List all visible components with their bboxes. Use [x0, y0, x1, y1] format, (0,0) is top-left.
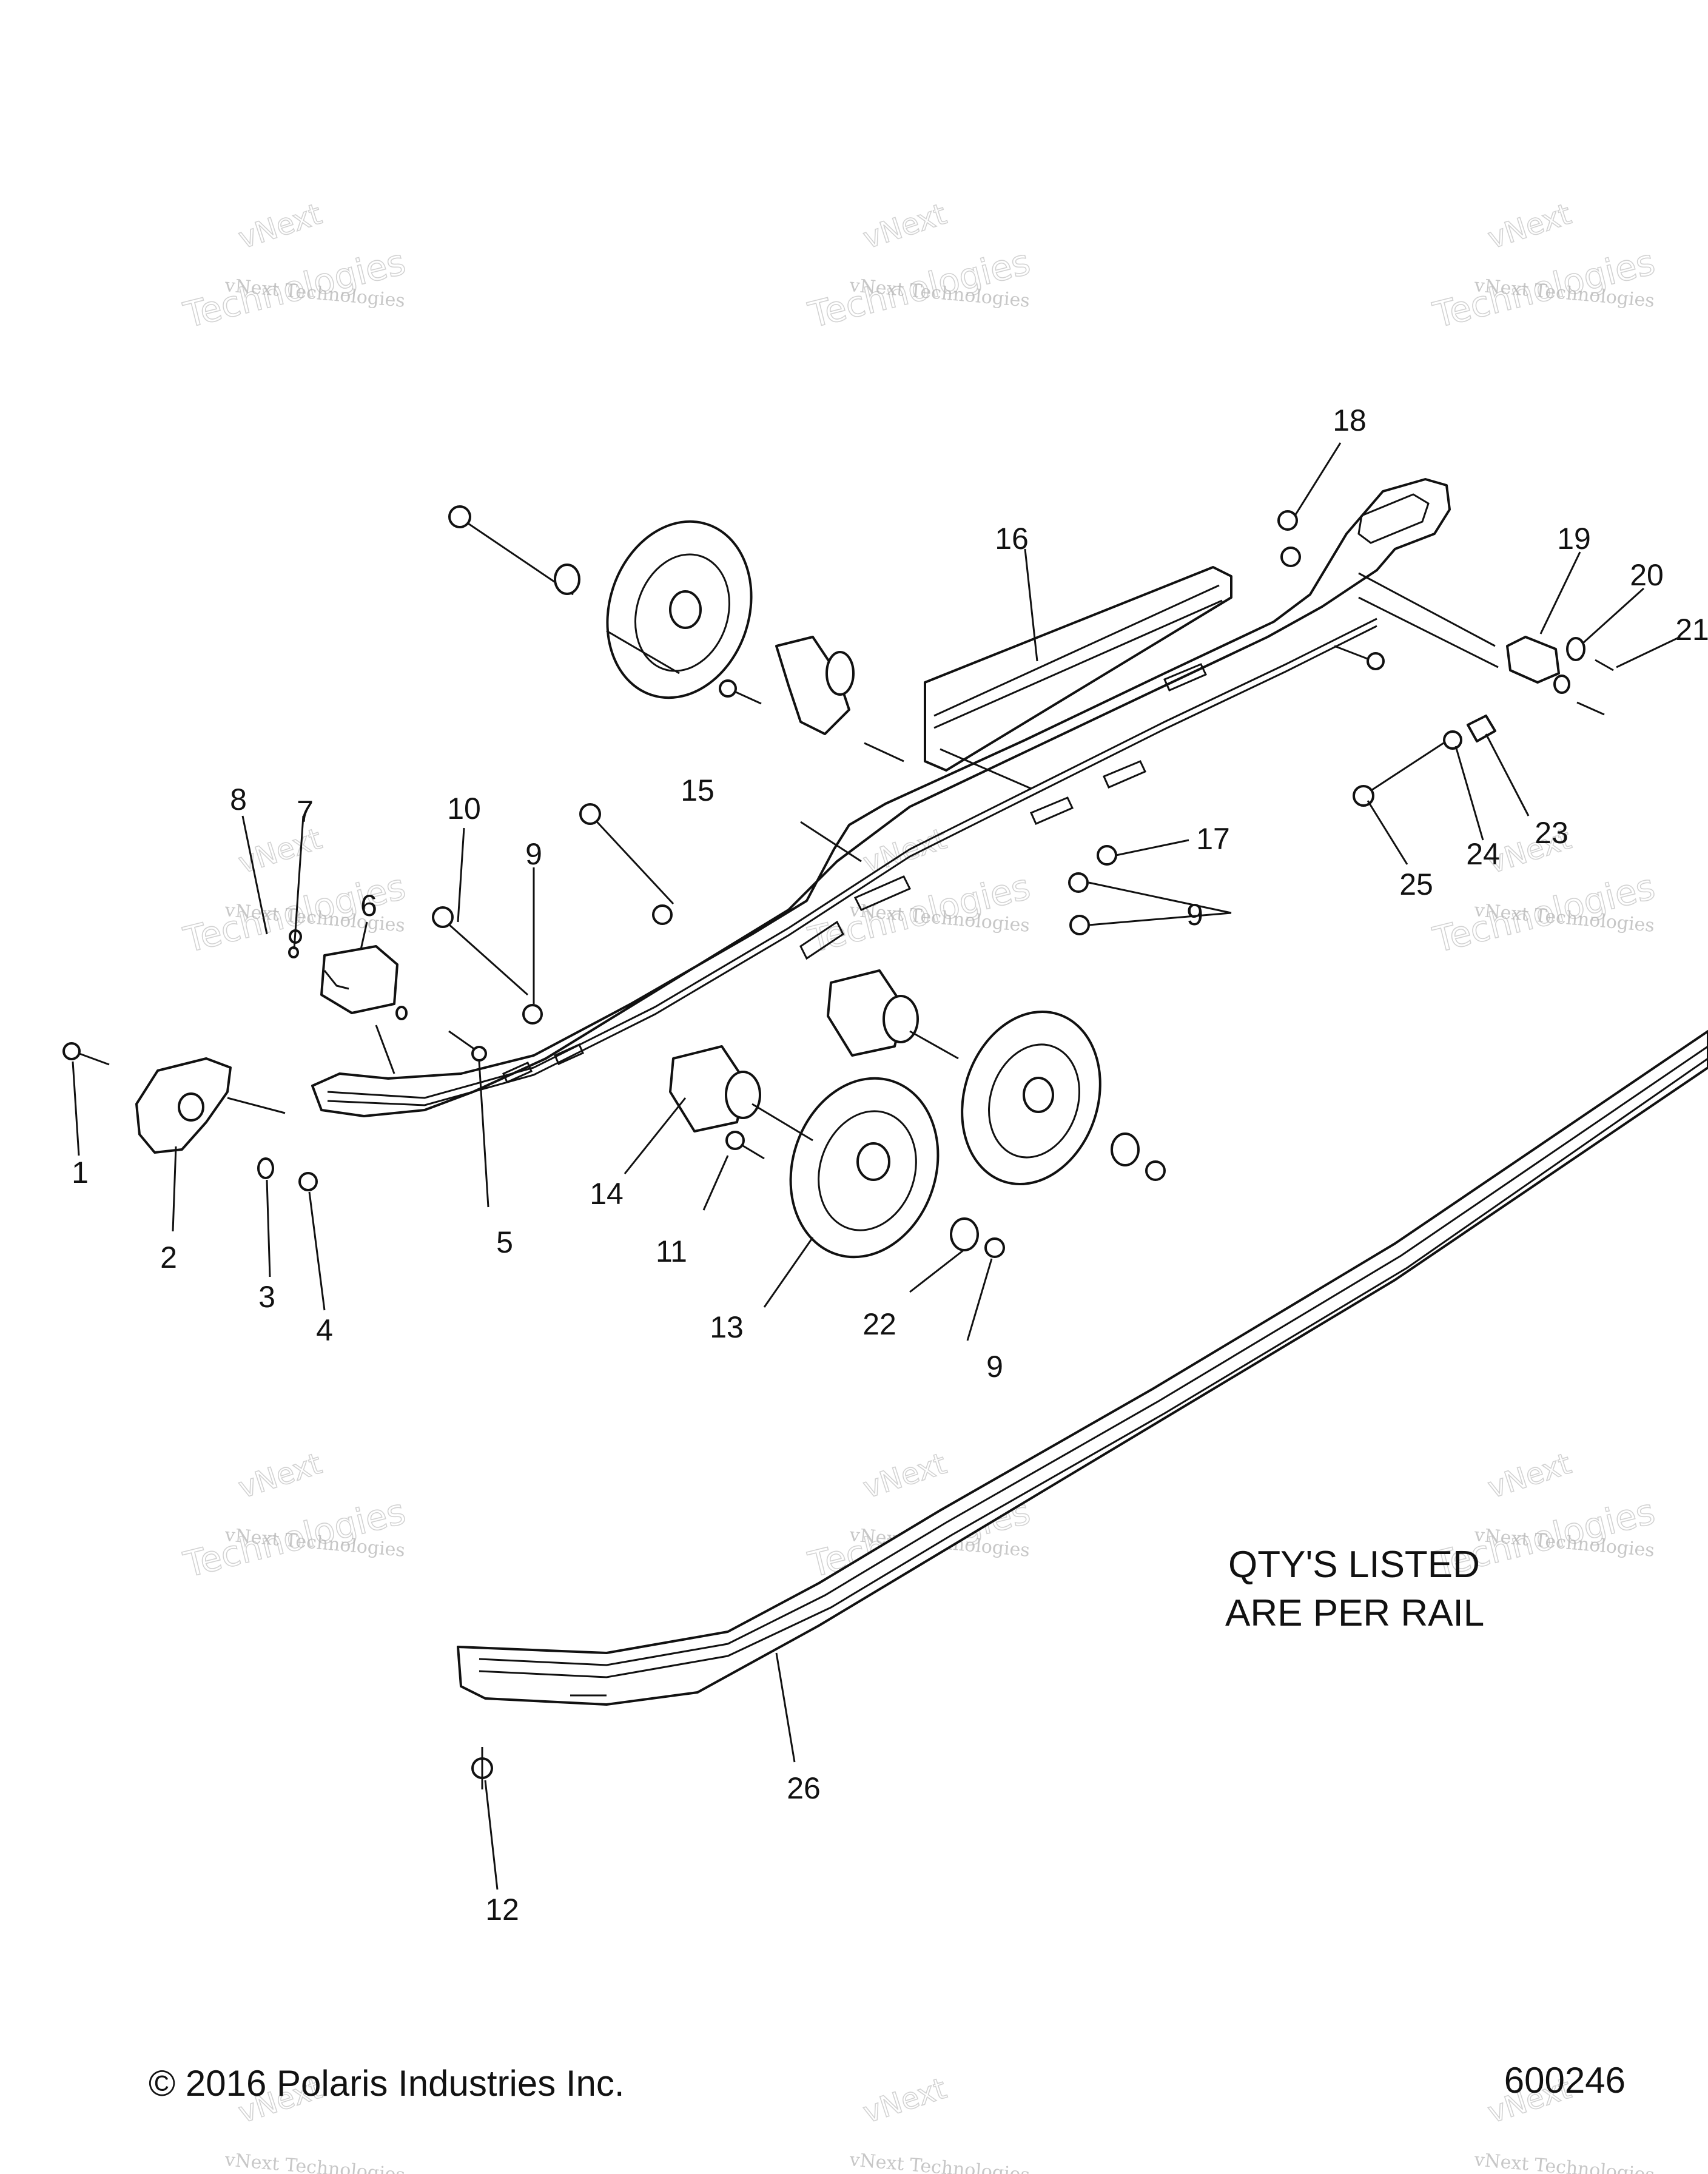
rail-cutout [554, 1043, 584, 1065]
slide-groove [933, 584, 1220, 717]
lower-right-wheel [961, 1010, 1101, 1186]
upper-right-spacer [827, 969, 919, 1057]
callout-11: 11 [656, 1234, 687, 1268]
callout-4: 4 [316, 1313, 333, 1347]
rail-cutout [799, 920, 844, 960]
washer-part-3 [257, 1157, 274, 1179]
watermark: vNext vNext Technologies Technologies [179, 197, 410, 337]
svg-text:Technologies: Technologies [804, 866, 1034, 960]
watermark: vNext vNext Technologies Technologies [1428, 197, 1659, 337]
slide-part-16 [924, 566, 1232, 772]
svg-text:vNext Technologies: vNext Technologies [1473, 2149, 1655, 2174]
nut-part-24 [1443, 730, 1462, 750]
callout-9c: 9 [986, 1350, 1003, 1384]
callout-9a: 9 [525, 837, 542, 871]
svg-text:Technologies: Technologies [180, 241, 409, 335]
rail-window [1357, 493, 1430, 544]
callout-9b: 9 [1186, 898, 1203, 932]
callout-12: 12 [485, 1893, 519, 1927]
rail-assembly [311, 478, 1451, 1117]
callouts: 1 2 3 4 5 6 7 8 9 9 9 10 11 12 13 14 15 … [72, 403, 1708, 1927]
bumper-hole [178, 1092, 204, 1122]
callout-1: 1 [72, 1156, 89, 1190]
callout-23: 23 [1535, 816, 1568, 850]
svg-text:QTY'S LISTED: QTY'S LISTED [1228, 1544, 1480, 1586]
callout-25: 25 [1399, 867, 1433, 901]
callout-7: 7 [297, 795, 314, 829]
upper-wheel [606, 520, 753, 699]
svg-text:vNext Technologies: vNext Technologies [223, 2149, 406, 2174]
callout-6: 6 [360, 889, 377, 923]
svg-text:Technologies: Technologies [804, 241, 1034, 335]
svg-text:vNext: vNext [859, 197, 950, 256]
svg-text:vNext: vNext [234, 197, 326, 256]
washer-part-22 [950, 1217, 979, 1251]
callout-3: 3 [258, 1280, 275, 1314]
upper-spacer-bracket [775, 636, 855, 735]
diagram-number: 600246 [1504, 2060, 1626, 2101]
quantity-note: QTY'S LISTED ARE PER RAIL [1225, 1544, 1484, 1634]
rail-cutout [1030, 796, 1074, 825]
callout-22: 22 [862, 1307, 896, 1341]
callout-18: 18 [1333, 403, 1367, 437]
callout-5: 5 [496, 1225, 513, 1259]
bracket-part-19 [1506, 636, 1560, 684]
callout-2: 2 [160, 1240, 177, 1274]
callout-10: 10 [447, 792, 481, 826]
wear-strip-part-26 [457, 1030, 1708, 1706]
block-part-6 [320, 945, 398, 1014]
svg-text:ARE PER RAIL: ARE PER RAIL [1225, 1592, 1484, 1634]
copyright: © 2016 Polaris Industries Inc. [149, 2063, 625, 2104]
watermark: vNext vNext Technologies Technologies [804, 197, 1035, 337]
rail-cutout [1163, 663, 1208, 692]
svg-text:vNext: vNext [1484, 197, 1575, 256]
spacer-part-14 [669, 1045, 761, 1132]
watermark: vNext vNext Technologies Technologies [179, 1446, 410, 1586]
bushing-part-23 [1467, 715, 1496, 742]
rail-cutout [502, 1062, 533, 1083]
callout-13: 13 [710, 1310, 744, 1344]
callout-20: 20 [1630, 558, 1664, 592]
svg-text:vNext: vNext [234, 822, 326, 881]
rail-groove [327, 625, 1377, 1106]
nut-part-18 [1277, 510, 1298, 531]
callout-8: 8 [230, 782, 247, 816]
callout-16: 16 [995, 522, 1029, 556]
svg-text:vNext Technologies: vNext Technologies [848, 2149, 1031, 2174]
callout-14: 14 [590, 1177, 624, 1211]
callout-24: 24 [1466, 837, 1500, 871]
block-detail [323, 970, 349, 990]
watermark: vNext vNext Technologies [848, 2071, 1031, 2174]
svg-text:vNext: vNext [1484, 1447, 1575, 1506]
svg-text:vNext: vNext [859, 2071, 950, 2130]
slide-groove [933, 599, 1223, 729]
rail-cutout [1103, 760, 1147, 789]
footer: © 2016 Polaris Industries Inc. 600246 [149, 2060, 1626, 2104]
svg-text:vNext: vNext [234, 1447, 326, 1506]
svg-text:Technologies: Technologies [1429, 866, 1659, 960]
rail-groove [327, 618, 1377, 1099]
washer-part-20 [1566, 637, 1585, 661]
rail-part-15 [311, 478, 1451, 1117]
callout-19: 19 [1557, 522, 1591, 556]
wheel-part-13 [789, 1077, 940, 1259]
svg-text:vNext: vNext [859, 1447, 950, 1506]
leader-lines [72, 442, 1681, 1890]
svg-text:Technologies: Technologies [1429, 241, 1659, 335]
callout-17: 17 [1196, 822, 1230, 856]
svg-text:Technologies: Technologies [180, 1490, 409, 1585]
fasteners [62, 505, 1614, 1789]
rail-cutout [853, 875, 912, 911]
callout-21: 21 [1675, 613, 1708, 647]
callout-15: 15 [681, 773, 714, 807]
nut-part-4 [298, 1172, 318, 1191]
callout-26: 26 [787, 1771, 821, 1805]
